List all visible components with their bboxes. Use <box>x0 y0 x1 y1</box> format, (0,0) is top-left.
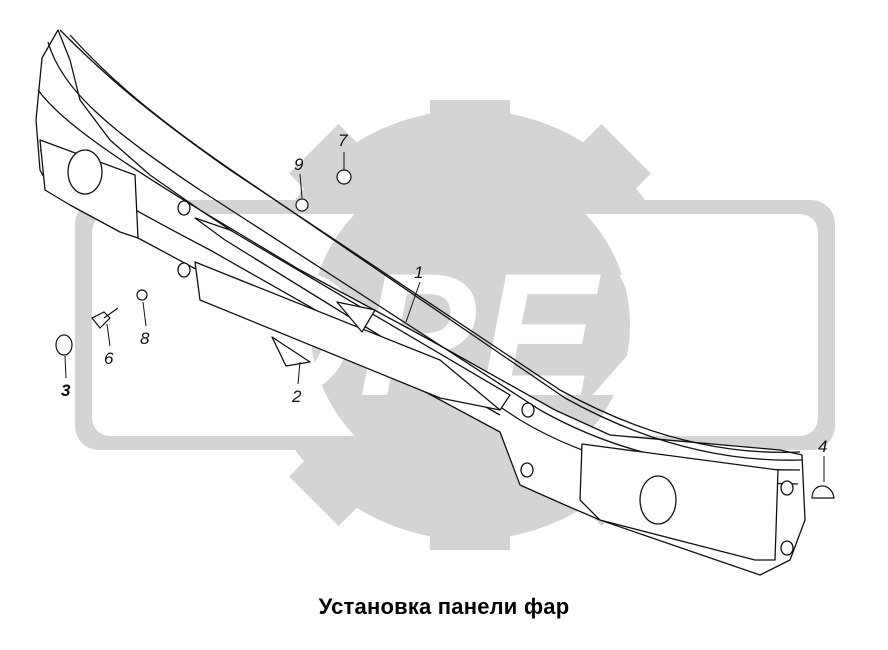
callouts: 1 2 3 4 6 7 8 9 <box>61 131 827 456</box>
leader-lines <box>64 152 825 482</box>
callout-8: 8 <box>140 329 150 348</box>
plug-part-3 <box>55 334 73 356</box>
bolt-part-6 <box>91 307 119 329</box>
callout-2: 2 <box>291 387 302 406</box>
callout-1: 1 <box>414 263 423 282</box>
nut-part-7 <box>336 169 352 185</box>
headlight-panel <box>35 29 806 576</box>
cap-part-4 <box>811 485 835 499</box>
callout-4: 4 <box>818 437 827 456</box>
figure-caption: Установка панели фар <box>318 594 570 619</box>
callout-9: 9 <box>294 155 304 174</box>
washer-part-9 <box>295 198 309 212</box>
callout-3: 3 <box>61 381 71 400</box>
loose-parts <box>55 169 835 499</box>
callout-6: 6 <box>104 349 114 368</box>
callout-7: 7 <box>338 131 348 150</box>
washer-part-8 <box>136 289 148 301</box>
